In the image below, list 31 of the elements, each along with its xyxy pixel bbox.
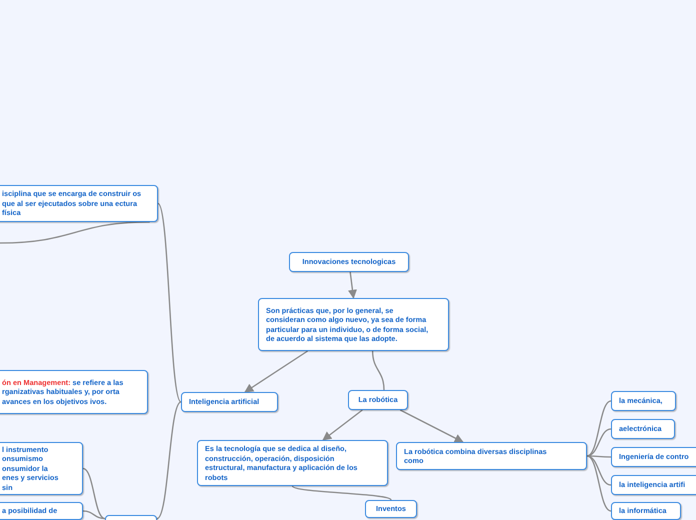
topic-box	[0, 370, 148, 414]
connector-line	[157, 203, 182, 402]
arrow	[322, 409, 363, 441]
topic-box	[396, 442, 587, 470]
arrow	[244, 350, 308, 393]
topic-box	[258, 298, 449, 351]
topic-box	[365, 500, 417, 518]
topic-box	[611, 502, 681, 520]
connector-line	[0, 221, 150, 244]
connector-line	[156, 402, 182, 520]
connector-line	[82, 510, 106, 520]
connector-line	[586, 428, 612, 457]
arrow	[348, 272, 357, 299]
connector-line	[587, 455, 611, 458]
topic-box	[181, 392, 278, 412]
topic-box	[0, 442, 83, 495]
connector-line	[82, 468, 106, 520]
topic-box	[289, 252, 409, 272]
topic-box	[611, 391, 676, 411]
connector-line	[372, 350, 385, 390]
connector-line	[586, 400, 612, 457]
topic-box	[611, 447, 696, 467]
arrow	[400, 409, 464, 443]
topic-box	[611, 475, 696, 495]
topic-box	[0, 185, 158, 222]
topic-box	[0, 502, 83, 520]
topic-box	[611, 419, 675, 439]
topic-box	[348, 390, 408, 410]
topic-box	[197, 440, 388, 486]
connector-line	[586, 455, 612, 512]
connector-line	[586, 455, 612, 486]
